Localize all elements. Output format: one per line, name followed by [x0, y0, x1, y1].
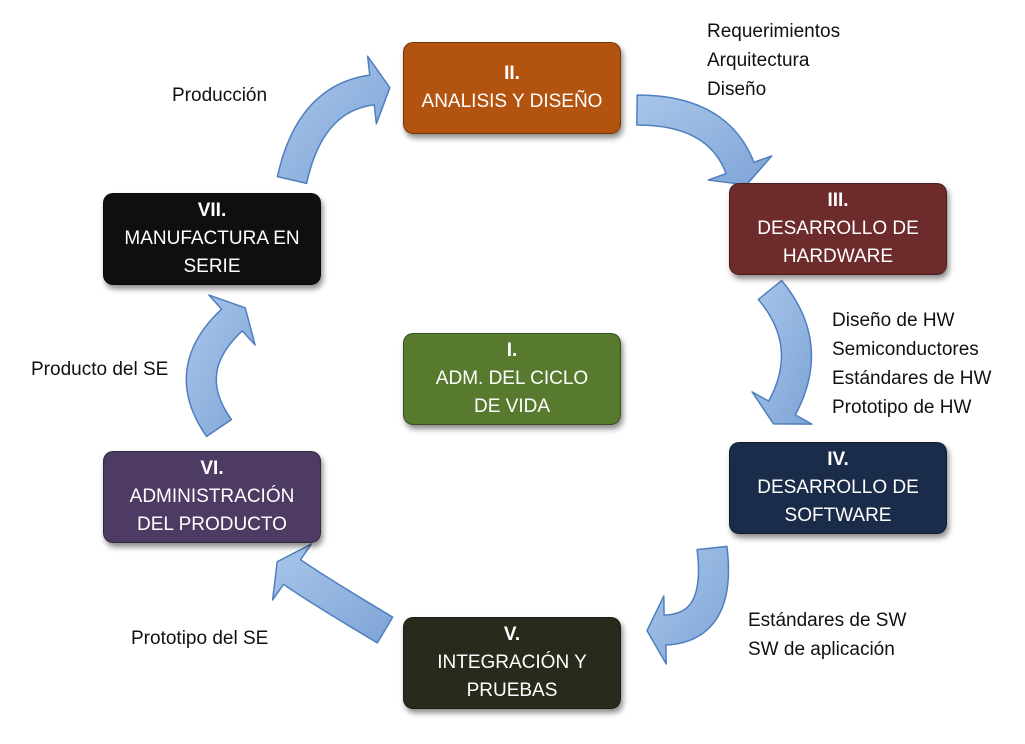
hardware-notes: Diseño de HW Semiconductores Estándares … [832, 306, 991, 422]
arrow-7-to-2 [276, 55, 391, 185]
stage-7-box: VII. MANUFACTURA EN SERIE [103, 193, 321, 285]
stage-3-line2: HARDWARE [782, 246, 894, 267]
hardware-note-2: Semiconductores [832, 339, 979, 360]
stage-4-number: IV. [827, 449, 849, 470]
stage-3-box: III. DESARROLLO DE HARDWARE [729, 183, 947, 275]
stage-6-box: VI. ADMINISTRACIÓN DEL PRODUCTO [103, 451, 321, 543]
manufactura-note-1: Producción [172, 85, 268, 106]
arrow-4-to-5 [646, 545, 730, 665]
analisis-notes: Requerimientos Arquitectura Diseño [707, 17, 840, 104]
administracion-note-1: Producto del SE [31, 359, 169, 380]
stage-5-number: V. [503, 624, 521, 645]
hardware-note-1: Diseño de HW [832, 310, 955, 331]
stage-6-line1: ADMINISTRACIÓN [129, 486, 295, 507]
manufactura-notes: Producción [172, 81, 267, 110]
stage-5-line1: INTEGRACIÓN Y [437, 652, 587, 673]
stage-6-line2: DEL PRODUCTO [137, 514, 287, 535]
stage-7-number: VII. [197, 200, 227, 221]
stage-6-number: VI. [200, 458, 224, 479]
arrow-3-to-4 [751, 279, 813, 425]
stage-1-box: I. ADM. DEL CICLO DE VIDA [403, 333, 621, 425]
integracion-note-1: Prototipo del SE [131, 628, 269, 649]
stage-4-box: IV. DESARROLLO DE SOFTWARE [729, 442, 947, 534]
analisis-note-2: Arquitectura [707, 50, 810, 71]
software-notes: Estándares de SW SW de aplicación [748, 606, 906, 664]
software-note-2: SW de aplicación [748, 639, 895, 660]
stage-2-box: II. ANALISIS Y DISEÑO [403, 42, 621, 134]
stage-4-line1: DESARROLLO DE [757, 477, 919, 498]
arrow-2-to-3 [636, 94, 773, 186]
stage-2-line1: ANALISIS Y DISEÑO [421, 91, 603, 112]
analisis-note-3: Diseño [707, 79, 767, 100]
stage-7-line1: MANUFACTURA EN [124, 228, 300, 249]
stage-5-box: V. INTEGRACIÓN Y PRUEBAS [403, 617, 621, 709]
hardware-note-4: Prototipo de HW [832, 397, 972, 418]
stage-7-line2: SERIE [183, 256, 241, 277]
stage-3-line1: DESARROLLO DE [757, 218, 919, 239]
arrow-5-to-6 [271, 543, 394, 644]
administracion-notes: Producto del SE [31, 355, 168, 384]
software-note-1: Estándares de SW [748, 610, 907, 631]
integracion-notes: Prototipo del SE [131, 624, 268, 653]
analisis-note-1: Requerimientos [707, 21, 841, 42]
stage-1-line1: ADM. DEL CICLO [435, 368, 589, 389]
arrow-6-to-7 [185, 294, 256, 438]
stage-4-line2: SOFTWARE [784, 505, 892, 526]
stage-1-number: I. [506, 340, 518, 361]
hardware-note-3: Estándares de HW [832, 368, 992, 389]
stage-2-number: II. [504, 63, 520, 84]
stage-3-number: III. [827, 190, 849, 211]
stage-1-line2: DE VIDA [473, 396, 551, 417]
stage-5-line2: PRUEBAS [466, 680, 558, 701]
